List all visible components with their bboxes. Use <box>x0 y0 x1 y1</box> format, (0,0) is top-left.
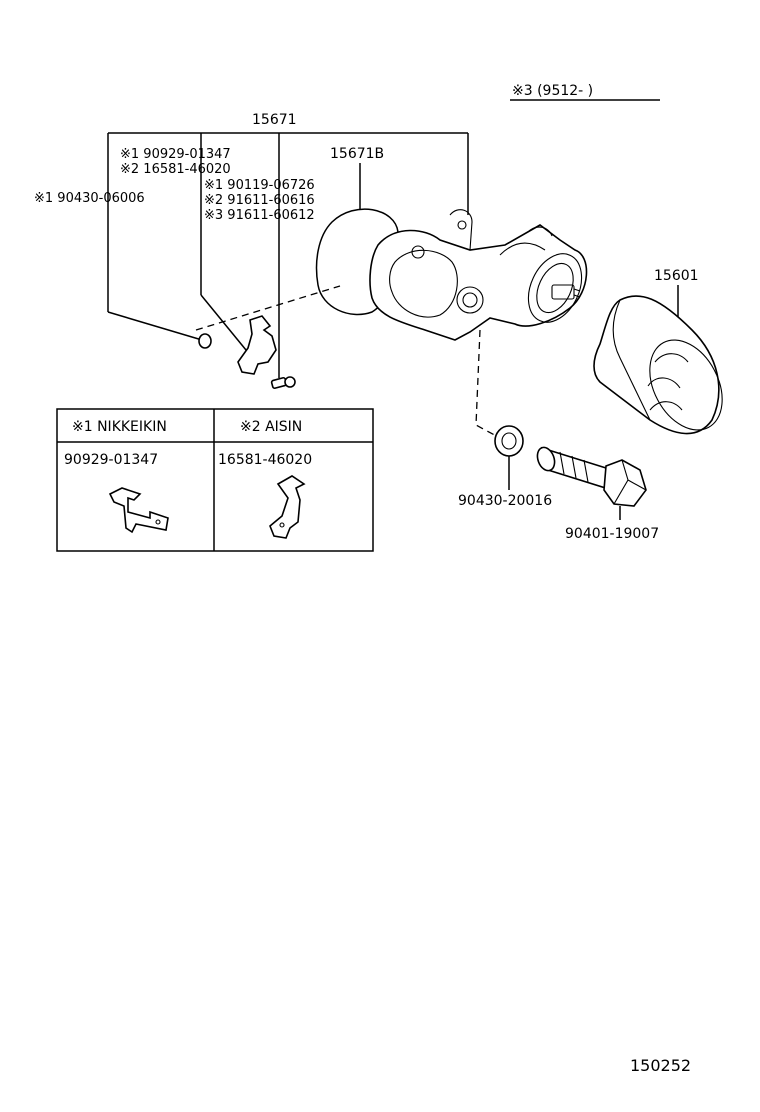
filter-bracket-housing <box>369 209 588 341</box>
union-bolt-90401-19007 <box>536 446 647 507</box>
gasket-15671b <box>315 208 400 316</box>
bracket-aisin-drawing <box>269 475 306 539</box>
fitting-line-washer <box>475 329 501 439</box>
table-header-aisin: ※2 AISIN <box>240 419 302 435</box>
label-screw-2: ※2 91611-60616 <box>204 193 315 208</box>
figure-number: 150252 <box>630 1056 691 1075</box>
fitting-line-left <box>195 285 341 331</box>
oil-filter-15601 <box>593 295 723 435</box>
variant-table <box>56 408 374 552</box>
table-part-nikkeikin: 90929-01347 <box>64 452 158 468</box>
bracket-nikkeikin-drawing <box>108 487 169 534</box>
table-header-nikkeikin: ※1 NIKKEIKIN <box>72 419 167 435</box>
label-gasket-nikkeikin: ※1 90430-06006 <box>34 191 145 206</box>
leader-to-bracket <box>200 294 247 351</box>
washer-90430-06006 <box>198 333 212 349</box>
label-washer: 90430-20016 <box>458 493 552 509</box>
label-15671b: 15671B <box>330 146 384 162</box>
table-part-aisin: 16581-46020 <box>218 452 312 468</box>
label-15671: 15671 <box>252 112 297 128</box>
label-union-bolt: 90401-19007 <box>565 526 659 542</box>
label-bracket-nikkeikin: ※1 90929-01347 <box>120 147 231 162</box>
washer-90430-20016 <box>494 425 524 457</box>
screw-part <box>270 376 296 390</box>
label-15601: 15601 <box>654 268 699 284</box>
leader-to-gasket-washer <box>107 311 203 341</box>
label-screw-3: ※3 91611-60612 <box>204 208 315 223</box>
bracket-part <box>237 315 277 375</box>
label-screw-1: ※1 90119-06726 <box>204 178 315 193</box>
variant-note: ※3 (9512- ) <box>512 83 593 99</box>
label-bracket-aisin: ※2 16581-46020 <box>120 162 231 177</box>
bracket-nikkeikin-hole <box>155 519 161 525</box>
bracket-aisin-hole <box>279 522 285 528</box>
